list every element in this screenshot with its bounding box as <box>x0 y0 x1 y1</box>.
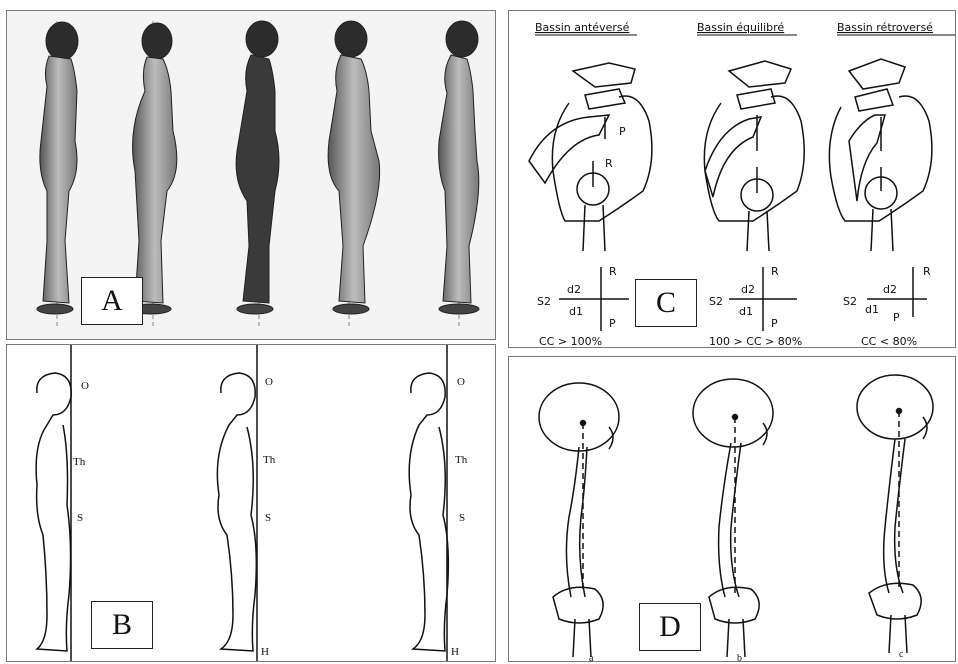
panel-label-a: A <box>81 277 143 325</box>
force-d1-3: d1 <box>865 303 879 316</box>
force-d1-2: d1 <box>739 305 753 318</box>
spine-diagram-a <box>539 383 619 657</box>
column-title-1: Bassin antéversé <box>535 21 630 34</box>
force-d2-1: d2 <box>567 283 581 296</box>
spine-alignment-figure: a b c <box>509 357 956 662</box>
force-p-2: P <box>771 317 778 330</box>
force-p-3: P <box>893 311 900 324</box>
force-p-1: P <box>609 317 616 330</box>
ratio-2: 100 > CC > 80% <box>709 335 802 348</box>
panel-d: a b c D <box>508 356 956 662</box>
force-s2-2: S2 <box>709 295 723 308</box>
panel-b: O Th S O Th S H O Th S H B <box>6 344 496 662</box>
landmark-h-2: H <box>261 646 269 658</box>
landmark-o-3: O <box>457 376 465 388</box>
panel-label-c: C <box>635 279 697 327</box>
landmark-s-1: S <box>77 512 83 524</box>
spine-caption-c: c <box>899 649 904 660</box>
force-r-2: R <box>771 265 779 278</box>
outline-figure-2 <box>217 373 256 651</box>
force-r-3: R <box>923 265 931 278</box>
landmark-h-3: H <box>451 646 459 658</box>
posture-outlines-figure: O Th S O Th S H O Th S H <box>7 345 496 662</box>
spine-caption-a: a <box>589 653 594 662</box>
force-r-1: R <box>609 265 617 278</box>
column-title-3: Bassin rétroversé <box>837 21 933 34</box>
ratio-1: CC > 100% <box>539 335 602 348</box>
pelvis-force-p: P <box>619 125 626 138</box>
pelvis-force-r: R <box>605 157 613 170</box>
ratio-3: CC < 80% <box>861 335 917 348</box>
outline-figure-1 <box>36 373 71 651</box>
pelvis-diagram-1 <box>529 63 652 251</box>
force-s2-3: S2 <box>843 295 857 308</box>
force-d2-2: d2 <box>741 283 755 296</box>
landmark-th-3: Th <box>455 454 468 466</box>
spine-diagram-c <box>857 375 933 653</box>
force-d1-1: d1 <box>569 305 583 318</box>
panel-label-d: D <box>639 603 701 651</box>
landmark-th-1: Th <box>73 456 86 468</box>
panel-c: Bassin antéversé Bassin équilibré Bassin… <box>508 10 956 348</box>
pelvis-balance-figure: Bassin antéversé Bassin équilibré Bassin… <box>509 11 956 348</box>
pelvis-diagram-2 <box>704 61 804 251</box>
force-s2-1: S2 <box>537 295 551 308</box>
spine-caption-b: b <box>737 653 742 662</box>
panel-label-b: B <box>91 601 153 649</box>
outline-figure-3 <box>409 373 448 651</box>
landmark-s-2: S <box>265 512 271 524</box>
panel-a: A <box>6 10 496 340</box>
landmark-s-3: S <box>459 512 465 524</box>
column-title-2: Bassin équilibré <box>697 21 784 34</box>
pelvis-diagram-3 <box>829 59 932 251</box>
landmark-th-2: Th <box>263 454 276 466</box>
force-d2-3: d2 <box>883 283 897 296</box>
landmark-o-1: O <box>81 380 89 392</box>
spine-diagram-b <box>693 379 773 657</box>
landmark-o-2: O <box>265 376 273 388</box>
